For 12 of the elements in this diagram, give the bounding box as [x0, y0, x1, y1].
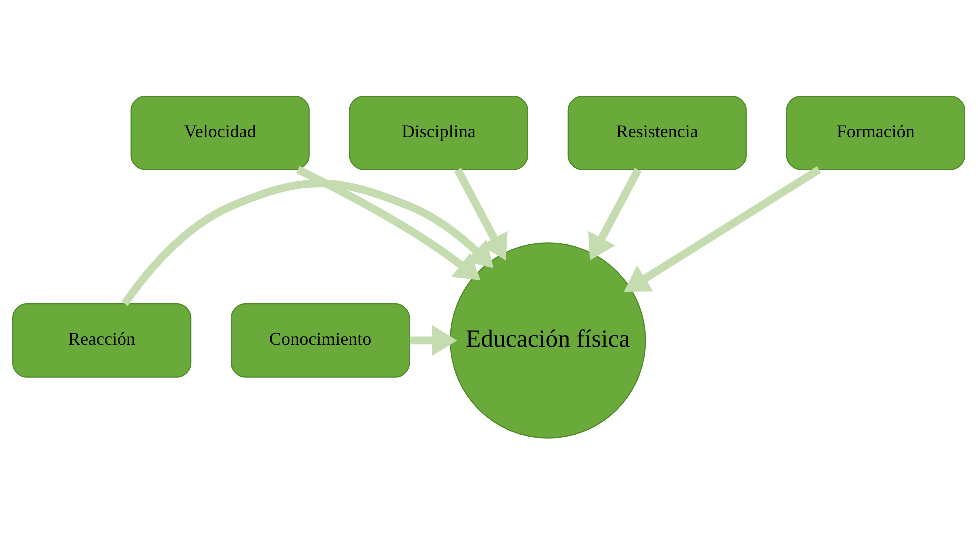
node-box: Velocidad: [130, 95, 310, 170]
arrow: [624, 166, 822, 292]
node-box: Formación: [786, 95, 966, 170]
arrow: [588, 168, 642, 260]
arrow: [122, 179, 494, 306]
node-box: Resistencia: [568, 95, 747, 170]
node-box: Conocimiento: [231, 303, 410, 378]
arrow: [454, 168, 508, 260]
arrow: [296, 166, 481, 280]
node-box: Disciplina: [349, 95, 528, 170]
arrow: [410, 324, 458, 356]
node-box: Reacción: [12, 303, 192, 378]
